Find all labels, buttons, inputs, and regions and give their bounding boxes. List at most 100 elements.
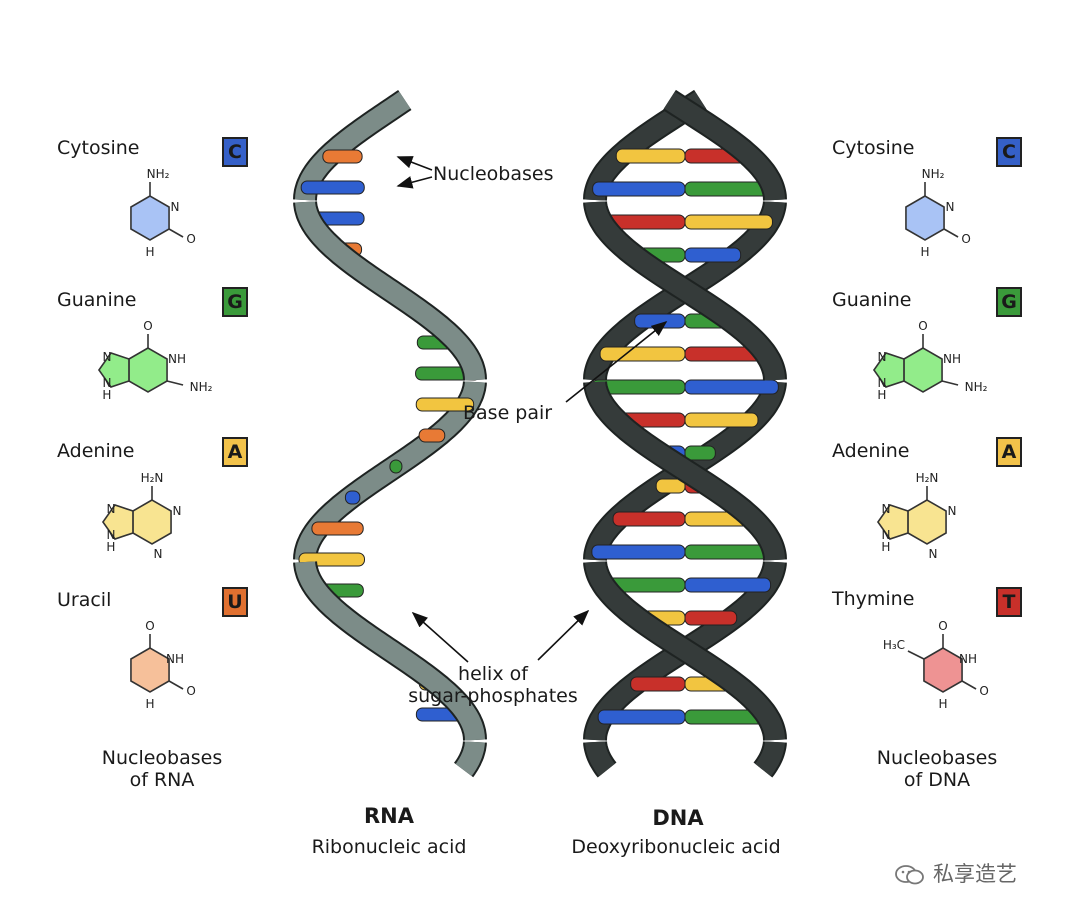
dna-base-C — [634, 313, 686, 329]
dna-base-G — [684, 445, 716, 461]
dna-adenine-n9-label: N — [881, 528, 890, 542]
dna-base-label-guanine: Guanine — [832, 289, 912, 311]
dna-thymine-methyl-bond — [907, 650, 925, 660]
dna-cytosine-co-bond — [943, 228, 959, 238]
dna-backbone-a-front — [585, 381, 785, 561]
helix-arrow-rna — [411, 611, 469, 663]
rna-uracil-n1-h: H — [145, 697, 154, 711]
rna-uracil-n3-label: NH — [166, 652, 184, 666]
dna-base-C — [591, 544, 686, 560]
dna-thymine-o-label: O — [979, 684, 988, 698]
dna-base-T — [684, 610, 738, 626]
dna-base-C — [684, 379, 779, 395]
helix-annotation: helix of sugar-phosphates — [393, 663, 593, 707]
rna-title: RNA — [364, 804, 414, 828]
rna-backbone-front — [295, 201, 485, 381]
rna-base-C — [344, 490, 361, 505]
base-pair-arrow — [565, 321, 668, 403]
dna-cytosine-n3-label: N — [946, 200, 955, 214]
dna-guanine-n7-label: N — [877, 350, 886, 364]
rna-cytosine-top-label: NH₂ — [147, 167, 170, 181]
dna-nucleobases-caption: Nucleobases of DNA — [837, 747, 1037, 791]
dna-thymine-ring — [923, 647, 963, 693]
rna-uracil-o-label: O — [186, 684, 195, 698]
dna-backbone-b-back — [755, 741, 785, 777]
dna-guanine-top-label: O — [918, 319, 927, 333]
rna-base-C — [300, 180, 365, 195]
dna-base-T — [612, 511, 686, 527]
dna-helix-front-strand — [583, 89, 787, 778]
rna-cytosine-ring — [130, 195, 170, 241]
rna-adenine-n7-label: N — [106, 502, 115, 516]
dna-base-label-cytosine: Cytosine — [832, 137, 915, 159]
rna-badge-guanine: G — [222, 287, 248, 317]
rna-base-G — [389, 459, 403, 474]
dna-badge-cytosine: C — [996, 137, 1022, 167]
dna-cytosine-n1-h: H — [920, 245, 929, 259]
dna-badge-adenine: A — [996, 437, 1022, 467]
dna-badge-guanine: G — [996, 287, 1022, 317]
nucleobases-arrow-2 — [396, 176, 433, 189]
rna-uracil-co-bond — [168, 680, 184, 690]
rna-adenine-ring5 — [101, 504, 134, 540]
dna-title: DNA — [652, 806, 704, 830]
rna-base-label-cytosine: Cytosine — [57, 137, 140, 159]
rna-badge-cytosine: C — [222, 137, 248, 167]
rna-guanine-n1-label: NH — [168, 352, 186, 366]
rna-cytosine-n1-h: H — [145, 245, 154, 259]
rna-helix-front-strand — [293, 201, 487, 741]
dna-adenine-n1-label: N — [948, 504, 957, 518]
rna-base-A — [415, 397, 475, 412]
rna-cytosine-o-label: O — [186, 232, 195, 246]
rna-caption-line-1: Nucleobases — [101, 747, 223, 769]
dna-thymine-top-label: O — [938, 619, 947, 633]
nucleobases-annotation: Nucleobases — [433, 163, 554, 185]
dna-thymine-n3-label: NH — [959, 652, 977, 666]
rna-base-label-uracil: Uracil — [57, 589, 112, 611]
dna-base-label-thymine: Thymine — [832, 588, 915, 610]
rna-base-label-guanine: Guanine — [57, 289, 137, 311]
rna-caption-line-2: of RNA — [129, 769, 195, 791]
dna-badge-thymine: T — [996, 587, 1022, 617]
rna-cytosine-n3-label: N — [171, 200, 180, 214]
rna-backbone-front — [295, 561, 485, 741]
dna-base-A — [599, 346, 686, 362]
dna-base-T — [630, 676, 686, 692]
dna-base-C — [597, 709, 686, 725]
dna-guanine-n9-label: N — [877, 376, 886, 390]
dna-backbone-a-front — [585, 741, 615, 777]
rna-adenine-n9-h: H — [106, 540, 115, 554]
dna-adenine-n3-label: N — [929, 547, 938, 561]
rna-base-U — [311, 521, 364, 536]
rna-adenine-top-label: H₂N — [141, 471, 164, 485]
dna-guanine-nh2-bond — [941, 380, 959, 386]
rna-base-label-adenine: Adenine — [57, 440, 135, 462]
dna-guanine-n9-h: H — [877, 388, 886, 402]
wechat-icon — [895, 864, 925, 886]
rna-guanine-nh2-bond — [166, 380, 184, 386]
rna-uracil-top-label: O — [145, 619, 154, 633]
nucleobase-structures: NH₂NHOONHNNHNH₂H₂NNHNNNONHHONH₂NHOONHNNH… — [97, 167, 989, 711]
rna-adenine-n3-label: N — [154, 547, 163, 561]
rna-adenine-ring6 — [132, 499, 172, 545]
dna-guanine-ring6 — [903, 347, 943, 393]
dna-base-C — [592, 181, 686, 197]
rna-uracil-ring — [130, 647, 170, 693]
dna-base-label-adenine: Adenine — [832, 440, 910, 462]
rna-base-U — [418, 428, 446, 443]
watermark-text: 私享造艺 — [933, 862, 1017, 886]
dna-adenine-ring6 — [907, 499, 947, 545]
dna-thymine-n1-h: H — [938, 697, 947, 711]
dna-adenine-top-label: H₂N — [916, 471, 939, 485]
dna-backbone-a-front — [663, 91, 785, 201]
rna-adenine-n9-label: N — [106, 528, 115, 542]
dna-cytosine-top-label: NH₂ — [922, 167, 945, 181]
dna-caption-line-1: Nucleobases — [876, 747, 998, 769]
rna-guanine-nh2-label: NH₂ — [190, 380, 213, 394]
rna-badge-adenine: A — [222, 437, 248, 467]
dna-guanine-nh2-label: NH₂ — [965, 380, 988, 394]
dna-base-C — [684, 577, 772, 593]
dna-base-A — [684, 412, 759, 428]
